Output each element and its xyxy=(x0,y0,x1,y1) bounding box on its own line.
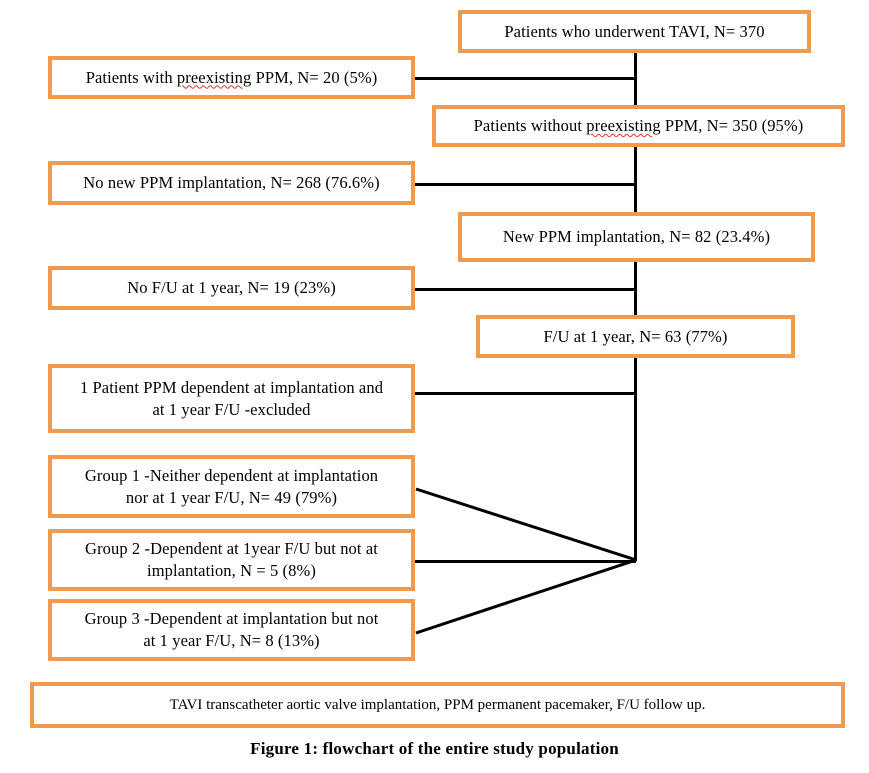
branch-line-excluded xyxy=(415,392,636,395)
figure-legend-text: TAVI transcatheter aortic valve implanta… xyxy=(169,696,706,713)
node-fu-1-year-label: F/U at 1 year, N= 63 (77%) xyxy=(543,326,728,346)
branch-line-no-fu xyxy=(415,288,636,291)
node-new-ppm: New PPM implantation, N= 82 (23.4%) xyxy=(458,212,815,262)
node-excluded: 1 Patient PPM dependent at implantation … xyxy=(48,364,415,433)
node-group3: Group 3 -Dependent at implantation but n… xyxy=(48,599,415,661)
node-no-new-ppm: No new PPM implantation, N= 268 (76.6%) xyxy=(48,161,415,205)
trunk-line-2 xyxy=(634,146,637,212)
figure-legend-box: TAVI transcatheter aortic valve implanta… xyxy=(30,682,845,728)
branch-line-preexisting-ppm xyxy=(415,77,636,80)
node-group2: Group 2 -Dependent at 1year F/U but not … xyxy=(48,529,415,591)
node-new-ppm-label: New PPM implantation, N= 82 (23.4%) xyxy=(502,227,771,247)
node-excluded-label: 1 Patient PPM dependent at implantation … xyxy=(79,377,384,419)
figure-caption-text: Figure 1: flowchart of the entire study … xyxy=(250,739,619,758)
node-no-fu-1-year-label: No F/U at 1 year, N= 19 (23%) xyxy=(127,278,336,298)
spellcheck-underline: preexisting xyxy=(176,67,252,87)
branch-line-no-new-ppm xyxy=(415,183,636,186)
node-root: Patients who underwent TAVI, N= 370 xyxy=(458,10,811,53)
branch-line-group2 xyxy=(415,560,636,563)
node-no-fu-1-year: No F/U at 1 year, N= 19 (23%) xyxy=(48,266,415,310)
diagonal-line-group3 xyxy=(415,558,637,635)
spellcheck-underline: preexisting xyxy=(586,116,661,136)
diagonal-line-group1 xyxy=(415,487,637,562)
node-root-label: Patients who underwent TAVI, N= 370 xyxy=(504,21,765,41)
node-preexisting-ppm-label: Patients with preexisting PPM, N= 20 (5%… xyxy=(85,67,378,87)
trunk-line-4 xyxy=(634,358,637,561)
node-group3-label: Group 3 -Dependent at implantation but n… xyxy=(84,609,379,650)
node-fu-1-year: F/U at 1 year, N= 63 (77%) xyxy=(476,315,795,358)
figure-caption: Figure 1: flowchart of the entire study … xyxy=(0,739,869,759)
node-no-new-ppm-label: No new PPM implantation, N= 268 (76.6%) xyxy=(83,173,380,193)
node-without-preexisting-ppm-label: Patients without preexisting PPM, N= 350… xyxy=(473,116,804,136)
node-without-preexisting-ppm: Patients without preexisting PPM, N= 350… xyxy=(432,105,845,147)
node-preexisting-ppm: Patients with preexisting PPM, N= 20 (5%… xyxy=(48,56,415,99)
node-group1: Group 1 -Neither dependent at implantati… xyxy=(48,455,415,518)
node-group1-label: Group 1 -Neither dependent at implantati… xyxy=(84,465,379,507)
node-group2-label: Group 2 -Dependent at 1year F/U but not … xyxy=(85,539,378,580)
